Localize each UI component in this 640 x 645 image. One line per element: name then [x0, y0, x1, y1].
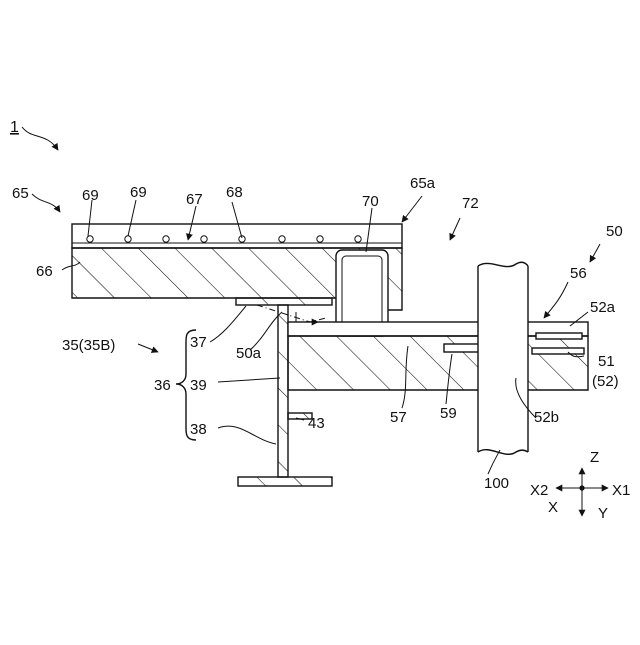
axis-label-x: X — [548, 499, 558, 516]
label-ref-52: (52) — [592, 373, 619, 390]
label-ref-67: 67 — [186, 191, 203, 208]
label-ref-51: 51 — [598, 353, 615, 370]
label-ref-36: 36 — [154, 377, 171, 394]
lower-slab — [288, 322, 588, 390]
label-ref-52b: 52b — [534, 409, 559, 426]
plate-52a — [536, 333, 582, 339]
label-ref-69a: 69 — [82, 187, 99, 204]
label-ref-50: 50 — [606, 223, 623, 240]
label-ref-68: 68 — [226, 184, 243, 201]
label-ref-39: 39 — [190, 377, 207, 394]
label-ref-57: 57 — [390, 409, 407, 426]
label-ref-50a: 50a — [236, 345, 262, 362]
label-ref-65a: 65a — [410, 175, 436, 192]
label-ref-52a: 52a — [590, 299, 616, 316]
beam-upper-flange-37 — [236, 298, 332, 305]
axis-label-x1: X1 — [612, 482, 630, 499]
beam-lower-flange-38 — [238, 477, 332, 486]
label-ref-59: 59 — [440, 405, 457, 422]
label-ref-37: 37 — [190, 334, 207, 351]
label-ref-65: 65 — [12, 185, 29, 202]
label-ref-1: 1 — [10, 119, 19, 136]
plate-52b — [532, 348, 584, 354]
label-ref-100: 100 — [484, 475, 509, 492]
label-ref-35: 35(35B) — [62, 337, 115, 354]
slab-cover-layer — [72, 224, 402, 248]
axis-label-z: Z — [590, 449, 599, 466]
axis-label-x2: X2 — [530, 482, 548, 499]
pipe-body — [478, 264, 528, 454]
axis-label-y: Y — [598, 505, 608, 522]
dash-dot-line-50a — [257, 305, 326, 322]
label-ref-72: 72 — [462, 195, 479, 212]
beam-web-39 — [278, 305, 288, 477]
label-ref-70: 70 — [362, 193, 379, 210]
slab-body-57 — [288, 336, 588, 390]
pipe-100 — [478, 262, 528, 454]
label-ref-56: 56 — [570, 265, 587, 282]
label-ref-69b: 69 — [130, 184, 147, 201]
label-ref-66: 66 — [36, 263, 53, 280]
arrow-50a — [296, 312, 318, 322]
hollow-section-70-inner — [342, 256, 382, 330]
label-ref-43: 43 — [308, 415, 325, 432]
axis-indicator: Z X1 X2 X Y — [530, 449, 630, 522]
label-ref-38: 38 — [190, 421, 207, 438]
